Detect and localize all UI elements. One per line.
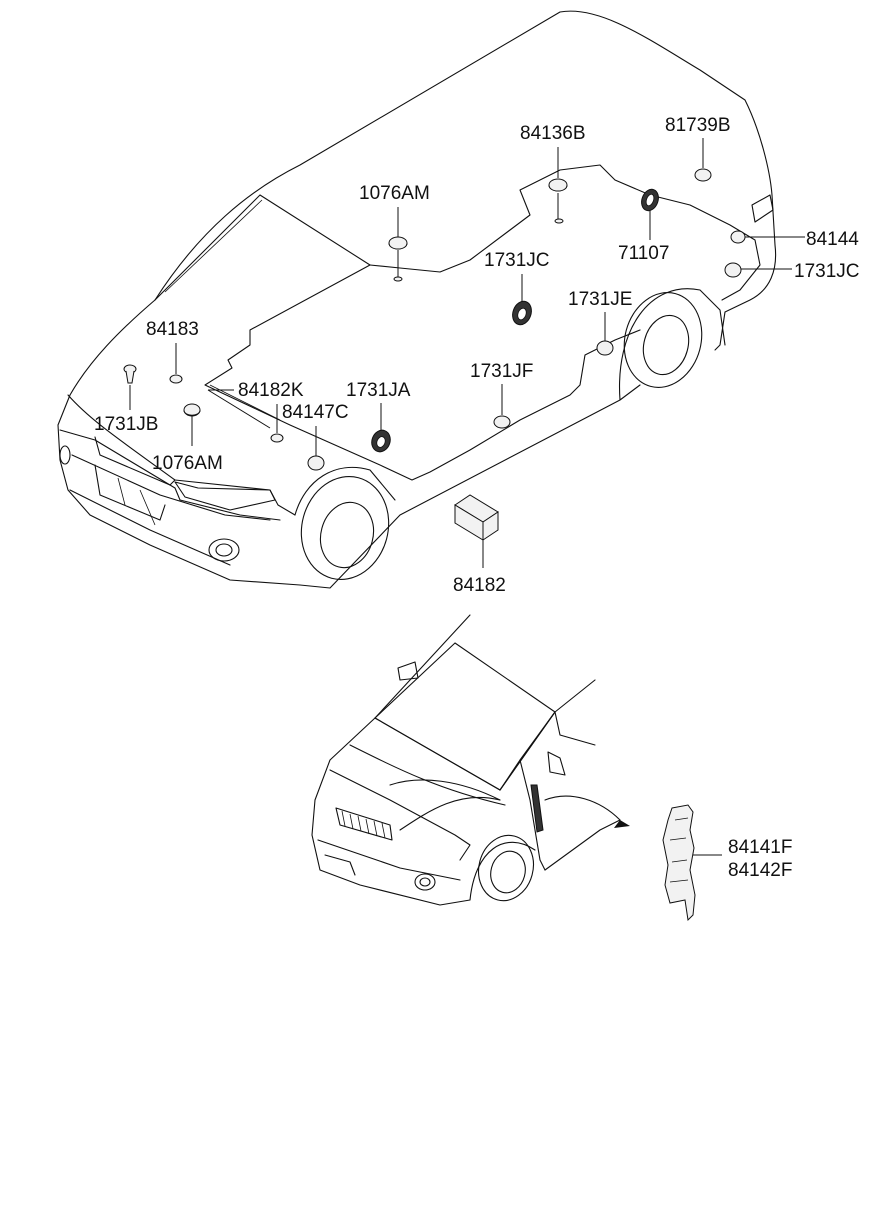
callout-1731jb: 1731JB	[94, 414, 158, 435]
callout-84142f: 84142F	[728, 860, 792, 881]
vehicle-body-top-view	[57, 10, 777, 589]
plug-1731je	[596, 340, 614, 356]
clip-1076am-top	[388, 236, 408, 282]
callout-84182k: 84182K	[238, 380, 304, 401]
callout-1731jc-right: 1731JC	[794, 261, 860, 282]
pad-84182	[454, 494, 499, 541]
callout-1076am-top: 1076AM	[359, 183, 430, 204]
callout-84183: 84183	[146, 319, 199, 340]
plug-1731jf	[493, 415, 511, 429]
callout-84147c: 84147C	[282, 402, 349, 423]
grommet-71107	[641, 188, 659, 212]
callout-71107: 71107	[618, 243, 669, 264]
callout-84141f: 84141F	[728, 837, 792, 858]
plug-84183	[169, 374, 183, 384]
plug-84182k	[270, 433, 284, 443]
callout-1731je: 1731JE	[568, 289, 632, 310]
pin-1731jb	[123, 364, 137, 384]
grommet-1731jc-mid	[512, 300, 532, 326]
floor-carpet-outline	[204, 164, 761, 481]
grommet-81739b	[694, 168, 712, 182]
callout-81739b: 81739B	[665, 115, 731, 136]
leader-lines	[129, 138, 805, 856]
trim-panel-84141f	[662, 804, 696, 922]
clip-1076am-bottom	[183, 403, 201, 417]
callout-84144: 84144	[806, 229, 859, 250]
callout-1731ja: 1731JA	[346, 380, 411, 401]
plug-84147c	[307, 455, 325, 471]
plug-84144	[730, 230, 746, 244]
callout-1731jc-mid: 1731JC	[484, 250, 550, 271]
plug-84136b	[548, 178, 568, 224]
callout-labels: 84136B 81739B 1076AM 71107 84144 1731JC …	[94, 115, 860, 881]
vehicle-front-view	[311, 614, 630, 906]
callout-84136b: 84136B	[520, 123, 586, 144]
callout-1076am-bottom: 1076AM	[152, 453, 223, 474]
grommet-1731ja	[371, 429, 391, 453]
callout-1731jf: 1731JF	[470, 361, 533, 382]
callout-84182: 84182	[453, 575, 506, 596]
plug-1731jc-right	[724, 262, 742, 278]
